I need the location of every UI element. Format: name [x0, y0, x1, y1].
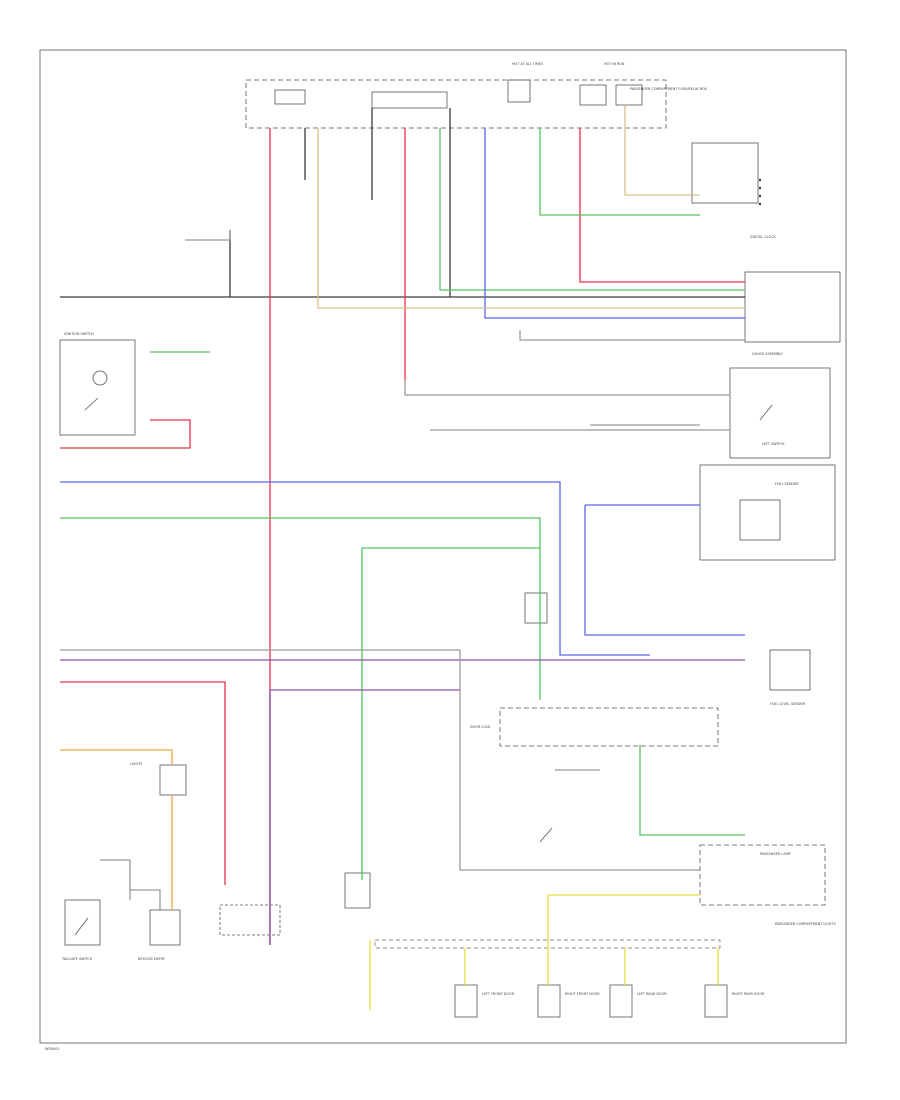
- lights-relay: LIGHTS: [130, 762, 187, 796]
- passenger-lamp-label: PASSENGER LAMP: [760, 852, 791, 856]
- central-relay: [524, 592, 548, 624]
- diagram-frame: [39, 49, 847, 1044]
- wire-blue-long: [60, 481, 650, 656]
- fuse-box-label: PASSENGER COMPARTMENT FUSE/RELAY BOX: [630, 87, 708, 91]
- lights-label: LIGHTS: [130, 762, 142, 766]
- diagram-code: WD0001: [45, 1047, 60, 1051]
- wire-blue-fuel: [584, 504, 745, 636]
- fuel-level-sender: FUEL LEVEL SENDER: [769, 649, 811, 706]
- tailgate-switch-label: TAILGATE SWITCH: [61, 957, 93, 961]
- wire-gray-misc: [60, 230, 745, 910]
- wire-green-gauge: [439, 128, 745, 836]
- left-switch: LEFT SWITCH: [729, 367, 831, 459]
- wire-red-ignition: [60, 419, 191, 449]
- wire-violet: [60, 659, 745, 945]
- hot-at-all-times-label: HOT AT ALL TIMES: [512, 62, 543, 66]
- door-lock-module: DOOR LOCK: [470, 707, 719, 843]
- tailgate-switch: TAILGATE SWITCH: [61, 899, 101, 961]
- wire-green-second: [361, 547, 540, 880]
- right-rear-door-label: RIGHT REAR DOOR: [732, 992, 765, 996]
- left-switch-label: LEFT SWITCH: [762, 442, 785, 446]
- door-lock-label: DOOR LOCK: [470, 725, 491, 729]
- wire-green-yellow: [539, 128, 700, 216]
- wire-red-lower: [60, 681, 226, 885]
- wire-black-main: [60, 108, 745, 298]
- passenger-compartment-fuse-box: HOT AT ALL TIMES HOT IN RUN PASSENGER CO…: [245, 62, 708, 129]
- left-front-door-label: LEFT FRONT DOOR: [482, 992, 515, 996]
- wire-blue-top: [484, 128, 745, 319]
- fuel-sender-label: FUEL SENDER: [775, 482, 799, 486]
- wire-orange: [60, 749, 173, 910]
- right-front-door-label: RIGHT FRONT DOOR: [565, 992, 600, 996]
- ignition-switch: IGNITION SWITCH: [59, 332, 136, 436]
- ignition-switch-label: IGNITION SWITCH: [64, 332, 94, 336]
- wire-harness: [60, 105, 745, 1010]
- left-rear-door-label: LEFT REAR DOOR: [637, 992, 667, 996]
- wire-green-long: [60, 517, 541, 700]
- passenger-lamp-box: PASSENGER LAMP: [699, 844, 826, 906]
- digital-clock: DIGITAL CLOCK: [691, 142, 777, 239]
- hot-in-run-label: HOT IN RUN: [604, 62, 625, 66]
- keyless-entry-module: KEYLESS ENTRY: [138, 904, 281, 961]
- wire-red-gauge: [579, 128, 745, 283]
- digital-clock-label: DIGITAL CLOCK: [750, 235, 777, 239]
- gauge-assembly: GAUGE ASSEMBLY: [744, 271, 841, 356]
- wire-yellow-bus: [464, 894, 719, 985]
- gauge-assembly-label: GAUGE ASSEMBLY: [752, 352, 784, 356]
- fuel-sender: FUEL SENDER: [699, 464, 836, 561]
- wire-black-vertical: [304, 108, 373, 200]
- fuel-level-sender-label: FUEL LEVEL SENDER: [770, 702, 806, 706]
- wire-tan: [317, 105, 745, 309]
- passenger-compartment-lights-label: PASSENGER COMPARTMENT LIGHTS: [775, 922, 836, 926]
- keyless-entry-label: KEYLESS ENTRY: [138, 957, 166, 961]
